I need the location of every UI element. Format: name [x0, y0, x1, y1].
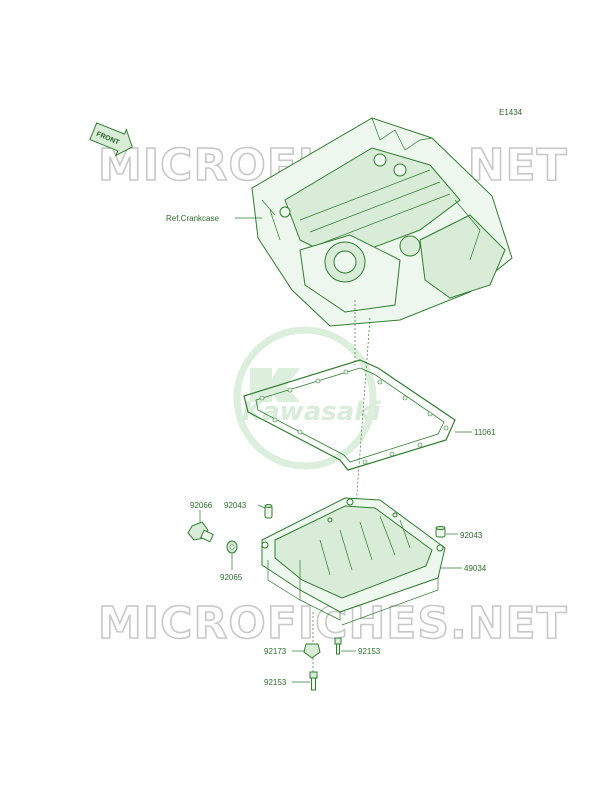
label-dowel-left: 92043: [224, 501, 247, 510]
dowel-pin-right-illustration: [435, 526, 446, 538]
fitting-illustration: [303, 643, 321, 659]
bolt-center-illustration: [334, 637, 342, 655]
dowel-pin-left-illustration: [264, 504, 273, 519]
label-oil-pan: 49034: [464, 564, 487, 573]
bolt-bottom-illustration: [309, 671, 318, 691]
logo-text: Kawasaki: [242, 397, 382, 427]
label-bolt-bottom: 92153: [264, 678, 287, 687]
drain-plug-illustration: [187, 521, 214, 543]
oil-pan-illustration: [261, 497, 446, 626]
label-drain-plug: 92066: [190, 501, 213, 510]
oil-pan-gasket-illustration: [243, 359, 456, 471]
label-fitting: 92173: [264, 647, 287, 656]
label-gasket: 11061: [474, 428, 496, 437]
washer-illustration: [226, 540, 238, 554]
label-ref-crankcase: Ref.Crankcase: [166, 214, 219, 223]
crankcase-illustration: [251, 117, 513, 327]
kawasaki-logo-watermark: Kawasaki: [233, 326, 382, 470]
diagram-code: E1434: [499, 108, 523, 117]
front-arrow-icon: FRONT: [89, 122, 133, 157]
label-dowel-right: 92043: [460, 531, 483, 540]
label-bolt-center: 92153: [358, 647, 381, 656]
label-washer: 92065: [220, 573, 243, 582]
